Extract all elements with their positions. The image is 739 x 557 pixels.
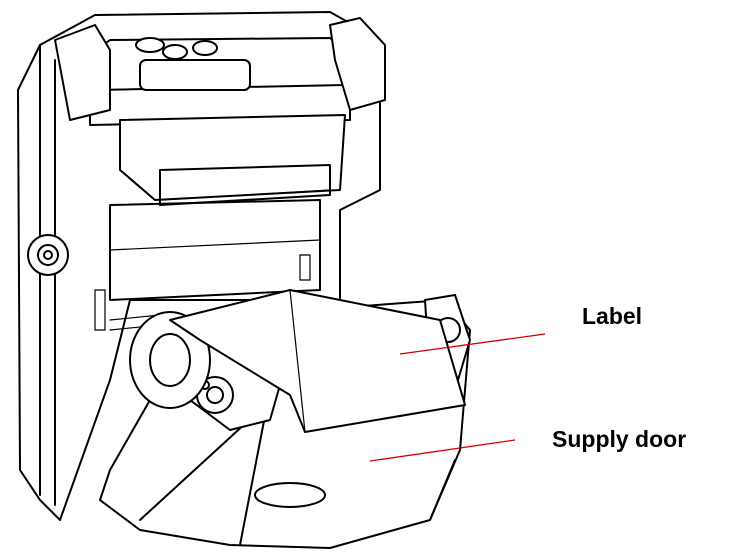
label-callout: Label — [582, 303, 643, 329]
label-callout-line — [399, 333, 546, 355]
supply-door-callout: Supply door — [552, 426, 687, 452]
label-paper-illustration — [169, 289, 466, 433]
printer-body — [17, 11, 386, 521]
supply-door-callout-line — [369, 439, 516, 462]
